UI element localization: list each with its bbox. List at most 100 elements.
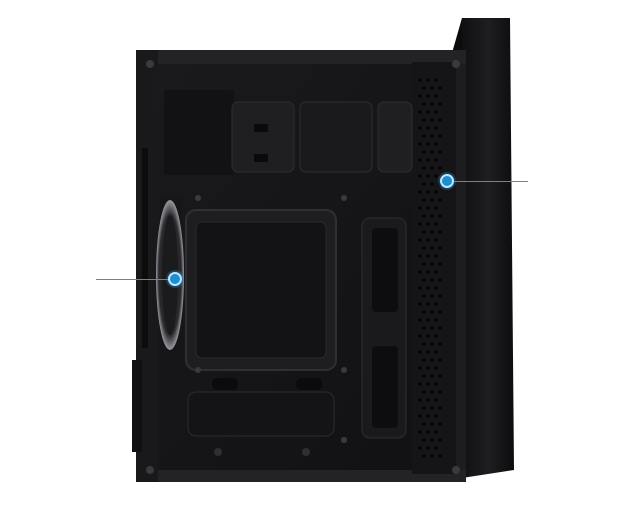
vent-hole — [430, 214, 434, 218]
vent-hole — [418, 334, 422, 338]
vent-hole — [422, 134, 426, 138]
front-panel-hotspot[interactable] — [440, 174, 454, 188]
vent-hole — [422, 262, 426, 266]
vent-hole — [418, 94, 422, 98]
vent-hole — [434, 254, 438, 258]
vent-hole — [422, 422, 426, 426]
vent-hole — [434, 222, 438, 226]
vent-hole — [426, 302, 430, 306]
vent-hole — [434, 190, 438, 194]
vent-hole — [434, 318, 438, 322]
vent-hole — [430, 230, 434, 234]
vent-hole — [422, 118, 426, 122]
vent-hole — [422, 358, 426, 362]
vent-hole — [430, 198, 434, 202]
vent-hole — [418, 366, 422, 370]
vent-hole — [438, 294, 442, 298]
vent-hole — [434, 382, 438, 386]
psu-bay — [164, 90, 413, 175]
vent-hole — [418, 254, 422, 258]
vent-hole — [434, 430, 438, 434]
vent-hole — [430, 374, 434, 378]
vent-hole — [426, 206, 430, 210]
vent-hole — [418, 78, 422, 82]
vent-hole — [426, 270, 430, 274]
vent-hole — [438, 102, 442, 106]
vent-hole — [426, 222, 430, 226]
vent-hole — [426, 318, 430, 322]
vent-hole — [434, 302, 438, 306]
vent-hole — [438, 262, 442, 266]
vent-hole — [438, 326, 442, 330]
vent-hole — [438, 342, 442, 346]
vent-hole — [430, 166, 434, 170]
vent-hole — [422, 278, 426, 282]
vent-hole — [434, 206, 438, 210]
vent-hole — [430, 422, 434, 426]
vent-hole — [422, 166, 426, 170]
vent-hole — [418, 318, 422, 322]
vent-hole — [426, 366, 430, 370]
vent-hole — [418, 286, 422, 290]
vent-hole — [422, 246, 426, 250]
vent-hole — [438, 278, 442, 282]
vent-hole — [422, 326, 426, 330]
vent-hole — [438, 358, 442, 362]
vent-hole — [434, 414, 438, 418]
vent-hole — [430, 102, 434, 106]
vent-hole — [434, 398, 438, 402]
vent-hole — [418, 158, 422, 162]
vent-hole — [438, 438, 442, 442]
vent-hole — [422, 310, 426, 314]
vent-hole — [430, 342, 434, 346]
vent-hole — [438, 374, 442, 378]
vent-hole — [434, 286, 438, 290]
vent-hole — [422, 374, 426, 378]
vent-hole — [418, 414, 422, 418]
vent-hole — [434, 174, 438, 178]
vent-hole — [434, 142, 438, 146]
vent-hole — [426, 430, 430, 434]
vent-hole — [430, 278, 434, 282]
vent-hole — [438, 150, 442, 154]
vent-hole — [418, 350, 422, 354]
vent-hole — [418, 238, 422, 242]
vent-hole — [426, 94, 430, 98]
rear-expansion-slots — [132, 148, 148, 452]
vent-hole — [434, 158, 438, 162]
vent-hole — [422, 454, 426, 458]
vent-hole — [426, 414, 430, 418]
vent-hole — [418, 110, 422, 114]
vent-hole — [418, 430, 422, 434]
vent-hole — [422, 438, 426, 442]
vent-hole — [434, 366, 438, 370]
vent-hole — [422, 214, 426, 218]
vent-hole — [438, 166, 442, 170]
vent-hole — [426, 238, 430, 242]
vent-hole — [426, 334, 430, 338]
vent-hole — [430, 454, 434, 458]
vent-hole — [430, 150, 434, 154]
vent-hole — [418, 174, 422, 178]
vent-hole — [430, 86, 434, 90]
vent-hole — [426, 78, 430, 82]
vent-hole — [422, 342, 426, 346]
rear-fan-hotspot[interactable] — [168, 272, 182, 286]
rear-fan-callout-line — [96, 279, 172, 280]
vent-hole — [422, 390, 426, 394]
vent-hole — [438, 406, 442, 410]
vent-hole — [418, 190, 422, 194]
vent-hole — [418, 446, 422, 450]
vent-hole — [434, 94, 438, 98]
cable-cutouts — [212, 217, 407, 439]
screws — [146, 60, 460, 474]
vent-hole — [438, 230, 442, 234]
vent-hole — [438, 118, 442, 122]
vent-hole — [426, 142, 430, 146]
vent-hole — [418, 126, 422, 130]
vent-hole — [422, 198, 426, 202]
vent-hole — [426, 190, 430, 194]
vent-hole — [434, 446, 438, 450]
